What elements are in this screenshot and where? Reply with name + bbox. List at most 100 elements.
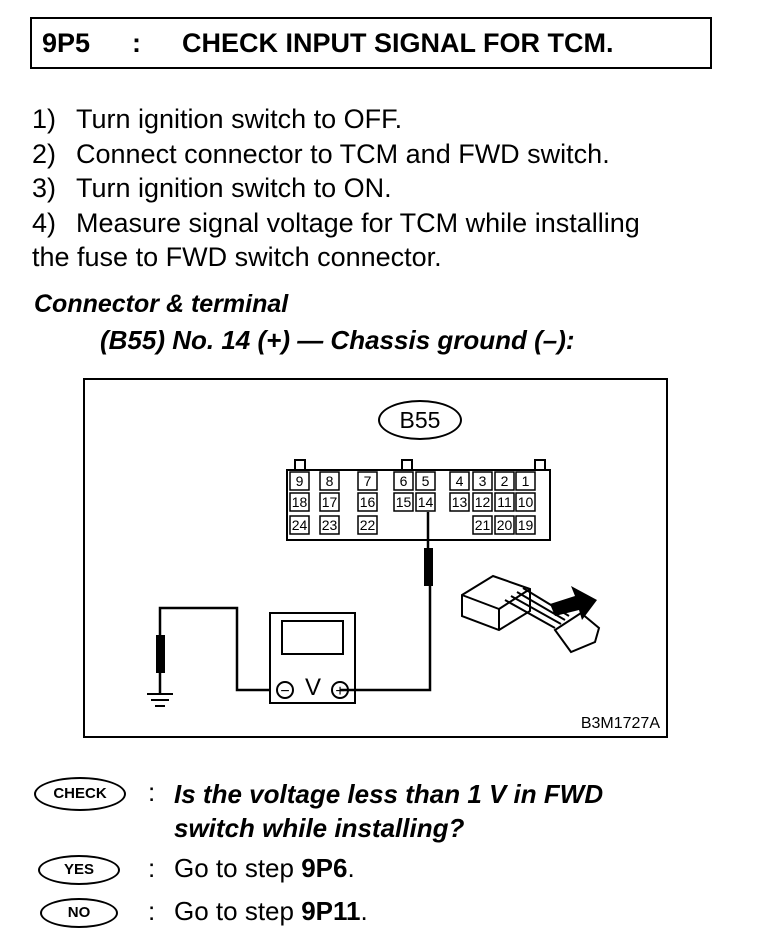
pin-cell bbox=[494, 492, 515, 512]
yes-period: . bbox=[347, 853, 355, 883]
step-index: 2) bbox=[32, 138, 57, 169]
pin-number: 17 bbox=[321, 494, 338, 510]
pin-number: 15 bbox=[395, 494, 412, 510]
plus-terminal: + bbox=[335, 683, 344, 700]
step-number: 9P5 bbox=[42, 28, 91, 58]
step-title: CHECK INPUT SIGNAL FOR TCM. bbox=[182, 28, 614, 58]
pin-cell bbox=[393, 492, 414, 512]
pin-number: 11 bbox=[497, 494, 512, 510]
voltmeter-icon bbox=[269, 612, 356, 704]
yes-action: Go to step 9P6. bbox=[174, 853, 355, 884]
pin-cell bbox=[357, 492, 378, 512]
yes-badge: YES bbox=[38, 855, 120, 885]
connector-illustration-icon bbox=[461, 574, 601, 654]
pin-cell bbox=[393, 471, 414, 491]
pin-number: 20 bbox=[496, 517, 513, 533]
pin-number: 16 bbox=[359, 494, 376, 510]
check-badge: CHECK bbox=[34, 777, 126, 811]
figure-code: B3M1727A bbox=[580, 715, 660, 732]
no-target: 9P11 bbox=[301, 896, 361, 926]
pin-cell bbox=[415, 492, 436, 512]
pin-number: 9 bbox=[295, 473, 304, 489]
pin-cell bbox=[449, 492, 470, 512]
step-text: Turn ignition switch to ON. bbox=[76, 173, 392, 203]
pin-number: 1 bbox=[521, 473, 530, 489]
step-title-box: 9P5 : CHECK INPUT SIGNAL FOR TCM. bbox=[30, 17, 712, 69]
no-period: . bbox=[360, 896, 368, 926]
check-question: Is the voltage less than 1 V in FWD swit… bbox=[174, 777, 603, 845]
ground-icon bbox=[147, 693, 173, 707]
pin-cell bbox=[449, 471, 470, 491]
insertion-arrow-icon bbox=[550, 586, 597, 620]
pin-cell bbox=[319, 515, 340, 535]
step-text: Measure signal voltage for TCM while ins… bbox=[76, 207, 640, 238]
pin-cell bbox=[472, 471, 493, 491]
pin-number: 19 bbox=[517, 517, 534, 533]
pin-cell bbox=[289, 515, 310, 535]
pin-number: 12 bbox=[474, 494, 491, 510]
step-text: the fuse to FWD switch connector. bbox=[32, 242, 442, 272]
pin-cell bbox=[415, 471, 436, 491]
pin-number: 24 bbox=[291, 517, 308, 533]
pin-cell bbox=[472, 492, 493, 512]
negative-lead bbox=[158, 606, 270, 693]
minus-terminal: − bbox=[280, 683, 289, 700]
step-text: Connect connector to TCM and FWD switch. bbox=[76, 138, 610, 169]
no-badge: NO bbox=[40, 898, 118, 928]
connector-body bbox=[286, 459, 551, 541]
procedure-step: 4) Measure signal voltage for TCM while i… bbox=[32, 206, 732, 241]
procedure-step: 2) Connect connector to TCM and FWD switc… bbox=[32, 137, 732, 172]
pin-number: 6 bbox=[399, 473, 408, 489]
pin-cell bbox=[357, 471, 378, 491]
yes-colon: : bbox=[148, 853, 156, 883]
connector-heading: Connector & terminal bbox=[34, 290, 289, 318]
connector-id-label: B55 bbox=[378, 400, 462, 440]
pin-cell bbox=[319, 492, 340, 512]
pin-cell bbox=[357, 515, 378, 535]
pin-number: 22 bbox=[359, 517, 376, 533]
pin-number: 18 bbox=[291, 494, 308, 510]
positive-probe bbox=[424, 548, 433, 586]
yes-text: Go to step bbox=[174, 853, 302, 883]
pin-number: 3 bbox=[478, 473, 487, 489]
pin-number: 23 bbox=[321, 517, 338, 533]
step-index: 1) bbox=[32, 104, 57, 134]
no-colon: : bbox=[148, 896, 156, 926]
step-index: 3) bbox=[32, 173, 57, 203]
yes-target: 9P6 bbox=[301, 853, 348, 883]
no-text: Go to step bbox=[174, 896, 302, 926]
positive-lead bbox=[340, 512, 432, 692]
pin-cell bbox=[319, 471, 340, 491]
question-line-1: Is the voltage less than 1 V in FWD bbox=[174, 779, 604, 809]
pin-cell bbox=[289, 471, 310, 491]
pin-number: 21 bbox=[474, 517, 491, 533]
pin-cell bbox=[494, 515, 515, 535]
pin-number: 10 bbox=[517, 494, 534, 510]
procedure-step: 1) Turn ignition switch to OFF. bbox=[32, 102, 732, 137]
pin-cell bbox=[515, 515, 536, 535]
step-text: Turn ignition switch to OFF. bbox=[76, 104, 403, 134]
pin-cell bbox=[472, 515, 493, 535]
pin-number: 2 bbox=[500, 473, 509, 489]
step-index: 4) bbox=[32, 207, 57, 238]
title-colon: : bbox=[132, 28, 141, 58]
pin-number: 14 bbox=[417, 494, 434, 510]
voltmeter-symbol: V bbox=[305, 674, 321, 701]
pin-number: 8 bbox=[325, 473, 334, 489]
procedure-step-continuation: the fuse to FWD switch connector. bbox=[32, 240, 732, 275]
procedure-steps: 1) Turn ignition switch to OFF. 2) Connect… bbox=[32, 102, 732, 275]
pin-cell bbox=[515, 471, 536, 491]
pin-number: 4 bbox=[455, 473, 464, 489]
pin-number: 13 bbox=[451, 494, 468, 510]
check-colon: : bbox=[148, 777, 156, 807]
pin-cell bbox=[515, 492, 536, 512]
no-action: Go to step 9P11. bbox=[174, 896, 368, 927]
pin-cell bbox=[494, 471, 515, 491]
pin-cell bbox=[289, 492, 310, 512]
procedure-step: 3) Turn ignition switch to ON. bbox=[32, 171, 732, 206]
connector-pin-grid bbox=[289, 471, 536, 535]
connector-spec: (B55) No. 14 (+) — Chassis ground (–): bbox=[100, 325, 575, 355]
negative-probe bbox=[156, 635, 165, 673]
pin-number: 7 bbox=[363, 473, 372, 489]
